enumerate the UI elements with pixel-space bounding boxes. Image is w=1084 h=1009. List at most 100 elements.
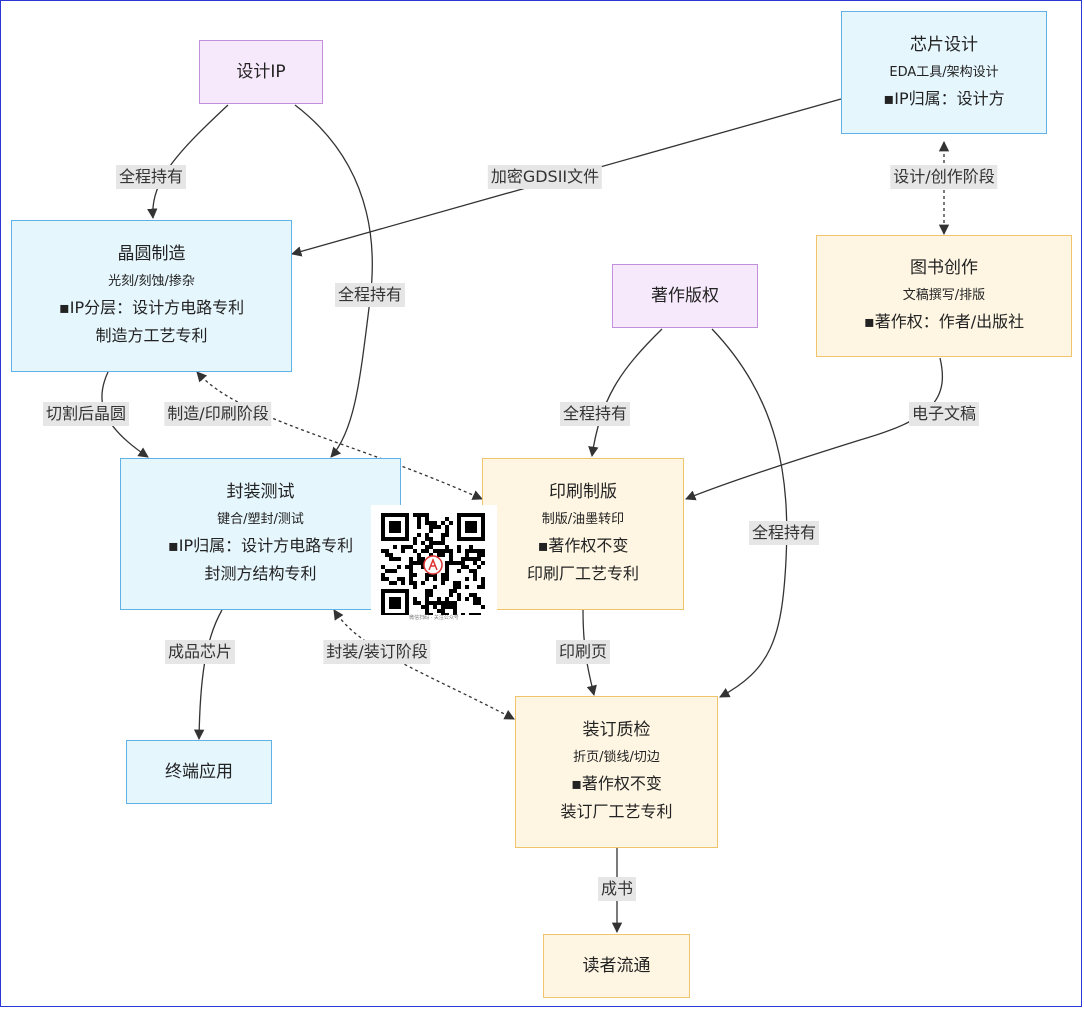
qr-module [453, 581, 457, 585]
qr-module [409, 557, 413, 561]
qr-module [413, 573, 417, 577]
qr-module [457, 569, 461, 573]
qr-module [449, 561, 453, 565]
qr-module [437, 601, 441, 605]
qr-module [417, 525, 421, 529]
qr-module [445, 517, 449, 521]
qr-module [405, 545, 409, 549]
qr-module [425, 537, 429, 541]
qr-module [481, 549, 485, 553]
qr-module [473, 573, 477, 577]
edge-label-finished-book: 成书 [597, 877, 637, 901]
qr-module [429, 601, 433, 605]
qr-module [401, 577, 405, 581]
node-printing-line: ▪著作权不变 [537, 536, 629, 555]
qr-module [425, 601, 429, 605]
qr-module [453, 585, 457, 589]
qr-module [437, 541, 441, 545]
qr-module [449, 553, 453, 557]
qr-module [433, 525, 437, 529]
qr-module [449, 601, 453, 605]
qr-module [453, 561, 457, 565]
node-packaging-line: ▪IP归属：设计方电路专利 [167, 536, 354, 555]
qr-module [437, 553, 441, 557]
edge-packaging-to-terminal [193, 609, 223, 741]
qr-module [445, 597, 449, 601]
qr-code-pattern [381, 513, 485, 617]
qr-module [473, 549, 477, 553]
qr-module [441, 553, 445, 557]
qr-module [417, 533, 421, 537]
qr-module [429, 553, 433, 557]
qr-module [457, 581, 461, 585]
qr-module [473, 569, 477, 573]
qr-module [473, 597, 477, 601]
qr-module [465, 557, 469, 561]
qr-module [449, 557, 453, 561]
qr-module [417, 561, 421, 565]
qr-module [417, 517, 421, 521]
qr-module [437, 525, 441, 529]
edge-book-to-printing [685, 357, 944, 501]
qr-module [425, 593, 429, 597]
qr-module [401, 549, 405, 553]
edge-label-manufacture-stage: 制造/印刷阶段 [164, 402, 272, 426]
qr-module [405, 565, 409, 569]
qr-module [389, 569, 393, 573]
edge-label-copyright-to-printing: 全程持有 [559, 402, 631, 426]
qr-module [473, 577, 477, 581]
qr-module [433, 549, 437, 553]
qr-module [461, 561, 465, 565]
qr-module [481, 585, 485, 589]
node-copyright: 著作版权 [612, 264, 758, 328]
node-copyright-title: 著作版权 [651, 286, 719, 306]
qr-module [441, 573, 445, 577]
qr-module [429, 545, 433, 549]
qr-module [425, 533, 429, 537]
qr-module [425, 609, 429, 613]
qr-module [437, 609, 441, 613]
edge-label-cut-wafer: 切割后晶圆 [42, 402, 130, 426]
qr-module [425, 521, 429, 525]
qr-module [433, 573, 437, 577]
qr-module [381, 577, 385, 581]
qr-module [413, 537, 417, 541]
qr-module [429, 525, 433, 529]
qr-module [469, 557, 473, 561]
qr-module [477, 597, 481, 601]
qr-module [465, 553, 469, 557]
qr-module [417, 521, 421, 525]
node-printing-sub: 制版/油墨转印 [541, 512, 625, 527]
qr-module [465, 585, 469, 589]
qr-module [393, 557, 397, 561]
qr-module [473, 593, 477, 597]
qr-module [457, 593, 461, 597]
node-packaging-line: 封测方结构专利 [204, 564, 317, 583]
qr-module [421, 513, 425, 517]
qr-module [413, 541, 417, 545]
qr-module [477, 601, 481, 605]
qr-module [437, 597, 441, 601]
qr-module [409, 565, 413, 569]
qr-module [469, 549, 473, 553]
node-binding-line: ▪著作权不变 [571, 774, 662, 793]
qr-module [429, 521, 433, 525]
edge-copyright-to-printing [588, 328, 663, 458]
qr-module [409, 581, 413, 585]
qr-module [481, 605, 485, 609]
qr-module [425, 589, 429, 593]
node-book-creation-sub: 文稿撰写/排版 [902, 288, 986, 303]
node-wafer-line: 制造方工艺专利 [95, 326, 208, 345]
qr-module [469, 569, 473, 573]
edge-label-finished-chip: 成品芯片 [164, 640, 236, 664]
qr-module [425, 513, 429, 517]
node-readers: 读者流通 [543, 934, 690, 998]
qr-module [425, 573, 429, 577]
qr-module [421, 581, 425, 585]
qr-module [481, 581, 485, 585]
qr-code[interactable]: 微信扫码 · 关注公众号 [371, 505, 497, 623]
qr-module [445, 545, 449, 549]
qr-module [433, 601, 437, 605]
edge-label-e-manuscript: 电子文稿 [908, 402, 980, 426]
qr-module [425, 517, 429, 521]
